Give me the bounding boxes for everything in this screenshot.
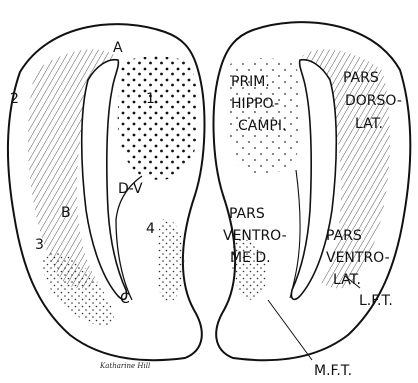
right-medial-stipple	[232, 239, 267, 300]
svg-text:VENTRO-: VENTRO-	[223, 228, 287, 244]
label-m-f-t: M.F.T.	[314, 363, 352, 379]
left-hemisphere	[8, 24, 205, 360]
label-1: 1	[146, 91, 155, 107]
label-b: B	[61, 205, 71, 221]
label-3: 3	[35, 237, 44, 253]
label-pars-ventro-lat: PARS VENTRO- LAT.	[326, 228, 390, 288]
svg-text:HIPPO-: HIPPO-	[231, 96, 279, 112]
artist-signature: Katharine Hill	[99, 362, 150, 370]
left-region-1-dots	[118, 56, 199, 179]
svg-text:LAT.: LAT.	[355, 116, 383, 132]
svg-text:PARS: PARS	[229, 206, 265, 222]
svg-text:PARS: PARS	[326, 228, 362, 244]
right-hemisphere	[214, 22, 411, 360]
svg-text:ME D.: ME D.	[230, 250, 271, 266]
mft-leader-line	[268, 300, 312, 360]
label-c: C	[120, 291, 130, 307]
svg-text:DORSO-: DORSO-	[345, 93, 402, 109]
label-a: A	[113, 40, 123, 56]
label-l-f-t: L.F.T.	[359, 293, 393, 309]
svg-text:PARS: PARS	[343, 70, 379, 86]
svg-text:LAT.: LAT.	[333, 272, 361, 288]
label-4: 4	[146, 221, 155, 237]
svg-text:PRIM.: PRIM.	[231, 74, 270, 90]
left-medial-stipple	[157, 218, 184, 303]
svg-text:VENTRO-: VENTRO-	[326, 250, 390, 266]
svg-text:CAMPI.: CAMPI.	[238, 118, 286, 134]
label-d-v: D-V	[118, 181, 143, 197]
label-pars-ventro-med: PARS VENTRO- ME D.	[223, 206, 287, 266]
label-2: 2	[10, 91, 19, 107]
